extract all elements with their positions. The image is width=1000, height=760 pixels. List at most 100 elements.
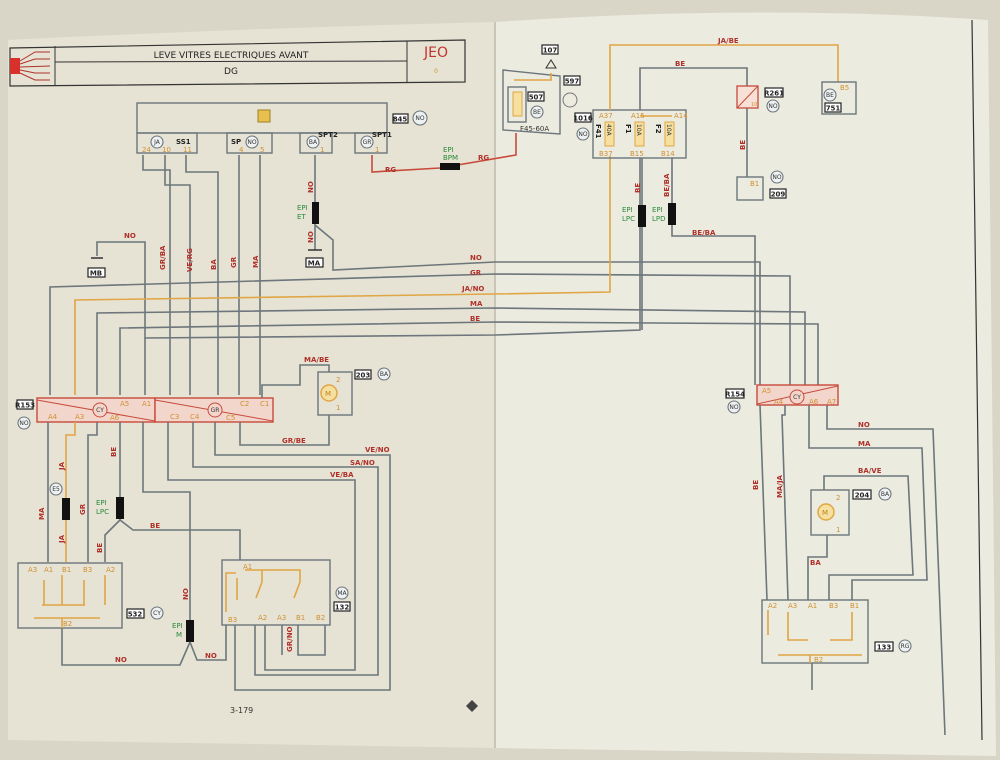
pin-label: B1	[850, 602, 859, 610]
component-label: RG	[901, 643, 910, 650]
arrow-up-icon	[545, 59, 557, 69]
component-label: BPM	[443, 154, 458, 162]
diagram-shape	[823, 88, 837, 102]
component-label: MA	[308, 260, 321, 268]
diagram-shape	[354, 132, 388, 154]
wire	[807, 535, 828, 600]
diagram-shape	[377, 367, 391, 381]
component-label: LPC	[622, 215, 635, 223]
diagram-shape	[563, 75, 581, 86]
component-label: BA	[380, 371, 389, 378]
motor-icon	[320, 384, 338, 402]
diagram-shape	[335, 586, 349, 600]
motor-203: M 2 1 203 BA MA/BE GR/BE	[239, 356, 391, 446]
component-label: SS1	[176, 138, 191, 146]
wire	[225, 569, 301, 612]
wire-label: SA/NO	[350, 459, 375, 467]
pin-label: B3	[83, 566, 92, 574]
component-label: SPT1	[372, 131, 392, 139]
wire	[314, 224, 761, 385]
wire	[142, 155, 171, 395]
component-label: GR	[211, 407, 220, 414]
pin-label: A3	[28, 566, 37, 574]
pin-label: A37	[599, 112, 613, 120]
component-507: 107 597 507 BE F45-60A	[502, 44, 581, 135]
component-label: 10A	[665, 124, 672, 137]
pin-label: 24	[142, 146, 151, 154]
pin-label: B1	[296, 614, 305, 622]
right-page	[495, 12, 996, 757]
wire	[119, 519, 241, 560]
diagram-shape	[136, 132, 198, 154]
wire-label: BA/VE	[858, 467, 882, 475]
component-label: 532	[128, 611, 143, 619]
pin-label: B37	[599, 150, 613, 158]
component-label: SP	[231, 138, 241, 146]
component-label: BA	[309, 139, 318, 146]
wire	[185, 155, 219, 395]
component-label: NO	[729, 404, 738, 411]
wire	[609, 44, 839, 110]
pin-label: C3	[170, 413, 179, 421]
pin-label: B1	[750, 180, 759, 188]
wire-label: RG	[385, 166, 396, 174]
pin-label: B2	[814, 656, 823, 664]
diagram-shape	[299, 132, 333, 154]
component-label: 597	[565, 78, 580, 86]
pin-label: A1	[808, 602, 817, 610]
diagram-shape	[245, 135, 259, 149]
renault-logo-icon	[466, 700, 478, 712]
component-label: 507	[529, 94, 544, 102]
pin-label: A15	[631, 112, 645, 120]
pin-label: B2	[63, 620, 72, 628]
diagram-shape	[576, 127, 590, 141]
wire-label: MA	[38, 507, 46, 520]
component-label: MB	[90, 270, 102, 278]
wire-label: NO	[124, 232, 136, 240]
component-label: 40A	[605, 124, 612, 137]
pin-label: A1	[142, 400, 151, 408]
wire	[502, 69, 561, 135]
pin-label: 1	[836, 526, 840, 534]
component-label: 133	[877, 644, 892, 652]
wire	[189, 625, 227, 661]
pin-label: A2	[768, 602, 777, 610]
title-block: LEVE VITRES ELECTRIQUES AVANT DG JEO 0	[9, 39, 466, 87]
wire-label: RG	[478, 154, 489, 162]
splice-epi-lpc	[116, 497, 124, 519]
wire	[639, 67, 748, 110]
wire-label: MA/JA	[776, 474, 784, 498]
component-label: NO	[578, 131, 587, 138]
diagram-shape	[226, 132, 273, 154]
wire-label: MA	[858, 440, 871, 448]
pin-label: B3	[829, 602, 838, 610]
component-label: GR	[363, 139, 372, 146]
wire	[192, 422, 379, 676]
component-label: NO	[247, 139, 256, 146]
pin-label: A3	[788, 602, 797, 610]
pin-label: A5	[762, 387, 771, 395]
diagram-shape	[736, 176, 764, 201]
diagram-shape	[634, 121, 645, 147]
splice-epi-bpm	[440, 163, 460, 170]
wire-label: NO	[115, 656, 127, 664]
diagram-shape	[150, 606, 164, 620]
pin-label: 2	[336, 376, 340, 384]
diagram-shape	[604, 121, 615, 147]
wire-label: NO	[307, 231, 315, 243]
diagram-shape	[727, 400, 741, 414]
pin-label: 11	[183, 146, 192, 154]
component-label: 751	[826, 105, 841, 113]
pin-label: A14	[674, 112, 688, 120]
wire	[239, 415, 330, 446]
switch-133: A2 A3 A1 B3 B1 B2 133 RG	[761, 599, 912, 690]
pin-label: C5	[226, 414, 235, 422]
pin-label: 5	[260, 146, 264, 154]
diagram-shape	[789, 389, 805, 405]
wire-label: BE	[739, 140, 747, 150]
wire-label: VE/NO	[365, 446, 390, 454]
wire-label: VE/RG	[186, 248, 194, 272]
switch-icon	[257, 109, 271, 123]
